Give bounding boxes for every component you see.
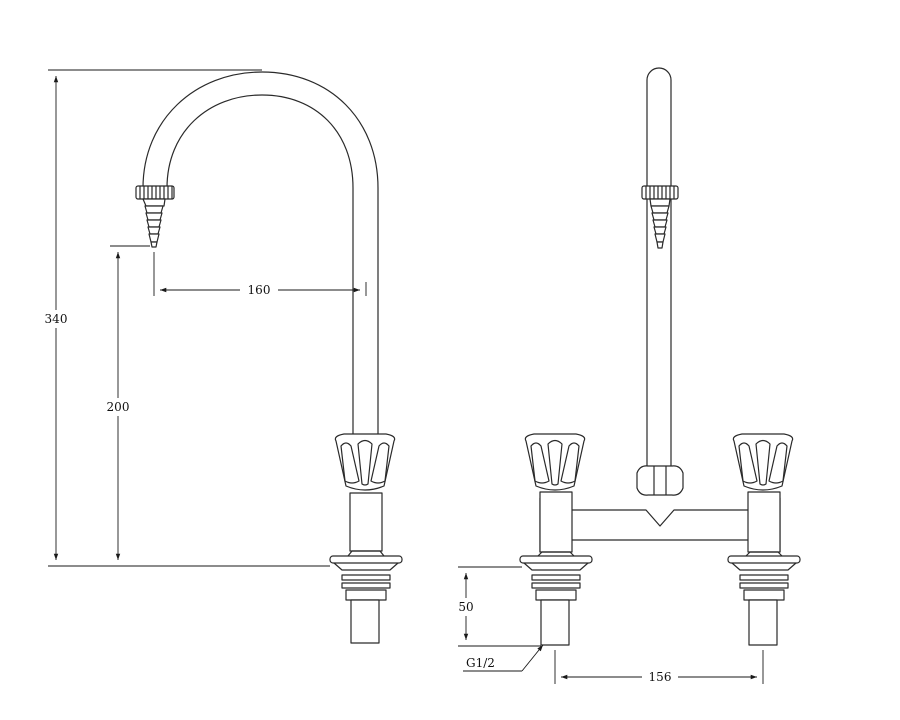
label-total-height: 340 <box>45 312 68 326</box>
inlet-shank <box>350 599 380 644</box>
riser-barb <box>649 198 671 249</box>
label-centres: 156 <box>649 670 672 684</box>
side-view <box>135 71 403 644</box>
dimension-thread-size: G1/2 <box>463 644 544 672</box>
label-spout-reach: 160 <box>248 283 271 297</box>
riser-tube <box>646 67 672 466</box>
riser-nut <box>641 185 679 200</box>
label-thread-size: G1/2 <box>466 656 495 670</box>
bridge-bar <box>539 497 781 553</box>
label-inlet-length: 50 <box>458 600 473 614</box>
valve-body <box>349 492 383 552</box>
right-valve-handle <box>732 433 794 491</box>
left-inlet-assembly <box>519 551 593 646</box>
front-view <box>519 67 801 646</box>
washer <box>341 574 391 581</box>
spout-nut <box>135 185 175 200</box>
dimension-spout-clearance: 200 <box>100 245 150 560</box>
dimension-inlet-length: 50 <box>452 566 541 647</box>
dimension-centres: 156 <box>554 650 764 686</box>
label-spout-clearance: 200 <box>107 400 130 414</box>
hose-barb-nozzle <box>142 198 166 248</box>
left-valve-body <box>539 491 573 553</box>
locknut <box>345 589 387 601</box>
mounting-flange <box>329 555 403 564</box>
washer-2 <box>341 582 391 589</box>
right-valve-body <box>747 491 781 553</box>
right-inlet-assembly <box>727 551 801 646</box>
spout-tube-outer <box>142 71 379 436</box>
valve-handle <box>334 433 396 491</box>
center-hex-nut <box>636 465 684 496</box>
left-valve-handle <box>524 433 586 491</box>
dimension-spout-reach: 160 <box>153 252 367 299</box>
spout-tube-inner <box>166 94 354 436</box>
dimension-total-height: 340 <box>38 69 330 567</box>
